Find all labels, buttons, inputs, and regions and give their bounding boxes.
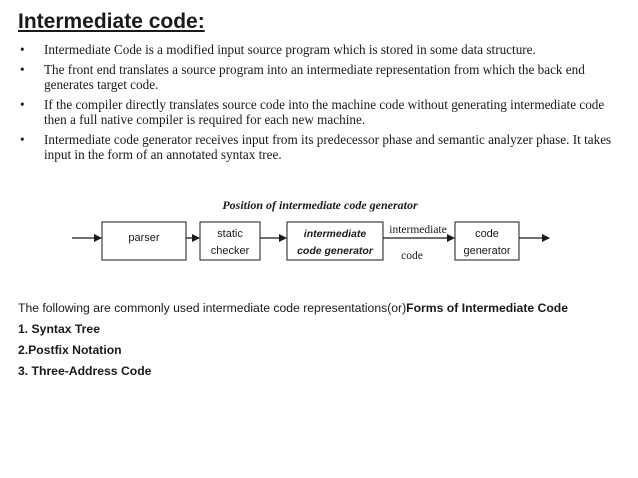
forms-section: The following are commonly used intermed…: [18, 298, 628, 382]
bullet-text: The front end translates a source progra…: [44, 61, 585, 93]
bullet-marker: •: [20, 96, 25, 112]
arrow-label-bottom: code: [401, 250, 423, 262]
icg-label-1: intermediate: [304, 228, 367, 240]
parser-label: parser: [128, 232, 160, 244]
bullet-marker: •: [20, 42, 25, 57]
form-item-syntax-tree: 1. Syntax Tree: [18, 322, 100, 336]
static-checker-box: [199, 221, 261, 261]
code-generator-label-2: generator: [463, 245, 510, 257]
icg-label-2: code generator: [297, 245, 374, 257]
page-title: Intermediate code:: [18, 10, 205, 33]
compiler-phase-diagram: Position of intermediate code generator …: [72, 198, 550, 262]
bullet-item: • If the compiler directly translates sou…: [18, 97, 618, 128]
bullet-item: • The front end translates a source progr…: [18, 62, 618, 93]
arrow-label-top: intermediate: [389, 224, 446, 236]
static-checker-label-1: static: [217, 228, 243, 240]
bullet-text: Intermediate code generator receives inp…: [44, 131, 612, 163]
bullet-list: • Intermediate Code is a modified input s…: [18, 42, 618, 167]
forms-intro: The following are commonly used intermed…: [18, 298, 628, 319]
forms-intro-bold: Forms of Intermediate Code: [406, 301, 569, 315]
forms-intro-text: The following are commonly used intermed…: [18, 301, 407, 315]
diagram-caption: Position of intermediate code generator: [222, 198, 418, 212]
static-checker-label-2: checker: [211, 245, 250, 257]
parser-box: [101, 221, 187, 261]
form-item-three-address: 3. Three-Address Code: [18, 364, 152, 378]
code-generator-box: [454, 221, 520, 261]
bullet-marker: •: [20, 131, 25, 147]
code-generator-label-1: code: [475, 228, 499, 240]
bullet-item: • Intermediate Code is a modified input s…: [18, 42, 618, 58]
bullet-text: If the compiler directly translates sour…: [44, 96, 605, 128]
icg-box: [286, 221, 384, 261]
bullet-marker: •: [20, 61, 25, 77]
bullet-text: Intermediate Code is a modified input so…: [44, 42, 536, 57]
bullet-item: • Intermediate code generator receives in…: [18, 132, 618, 163]
form-item-postfix: 2.Postfix Notation: [18, 343, 122, 357]
